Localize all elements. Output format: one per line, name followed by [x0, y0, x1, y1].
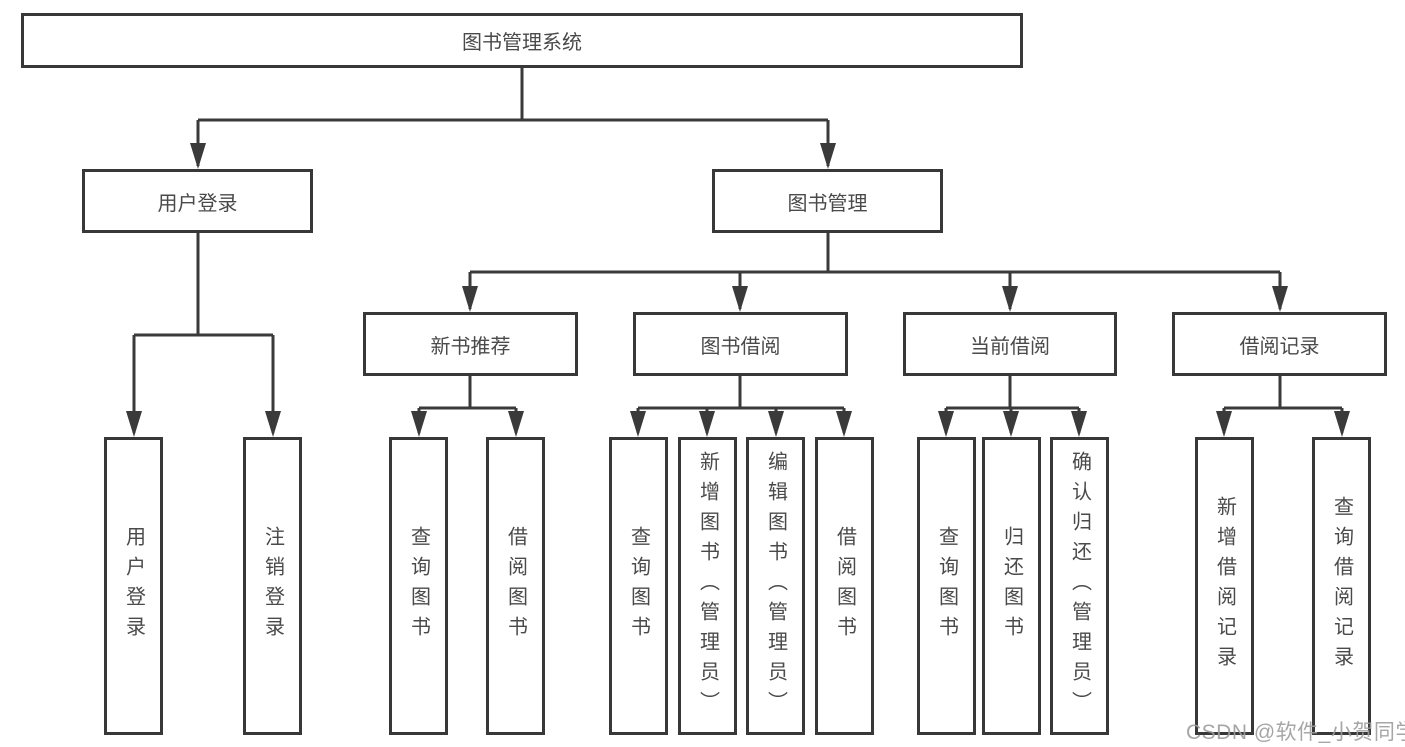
leaf-current-query-books: 查询图书: [917, 437, 976, 735]
connector-recommend-group: [417, 376, 518, 433]
node-borrow-records: 借阅记录: [1172, 312, 1387, 376]
node-book-borrow: 图书借阅: [633, 312, 848, 376]
node-book-management: 图书管理: [712, 169, 943, 233]
connector-book-management-group: [468, 233, 1282, 309]
leaf-user-login: 用户登录: [104, 437, 163, 735]
connector-borrow-group: [636, 376, 846, 433]
node-library-system: 图书管理系统: [21, 13, 1023, 68]
leaf-records-add-record: 新增借阅记录: [1195, 437, 1254, 735]
node-new-book-recommend: 新书推荐: [363, 312, 578, 376]
leaf-recommend-query-books: 查询图书: [389, 437, 448, 735]
node-user-login: 用户登录: [82, 169, 313, 233]
connector-user-login-group: [132, 233, 275, 433]
leaf-borrow-query-books: 查询图书: [609, 437, 668, 735]
csdn-watermark: CSDN @软件_小贺同学: [1186, 721, 1405, 744]
leaf-current-confirm-return-admin: 确认归还（管理员）: [1050, 437, 1109, 735]
leaf-recommend-borrow-books: 借阅图书: [486, 437, 545, 735]
leaf-current-return-books: 归还图书: [982, 437, 1041, 735]
connector-root-branches: [196, 68, 830, 166]
leaf-logout: 注销登录: [243, 437, 302, 735]
node-current-borrow: 当前借阅: [903, 312, 1117, 376]
arrowhead-icons: [126, 143, 1350, 437]
leaf-borrow-add-books-admin: 新增图书（管理员）: [678, 437, 737, 735]
leaf-records-query-record: 查询借阅记录: [1312, 437, 1371, 735]
connector-records-group: [1222, 376, 1344, 433]
leaf-borrow-borrow-books: 借阅图书: [815, 437, 874, 735]
leaf-borrow-edit-books-admin: 编辑图书（管理员）: [746, 437, 805, 735]
